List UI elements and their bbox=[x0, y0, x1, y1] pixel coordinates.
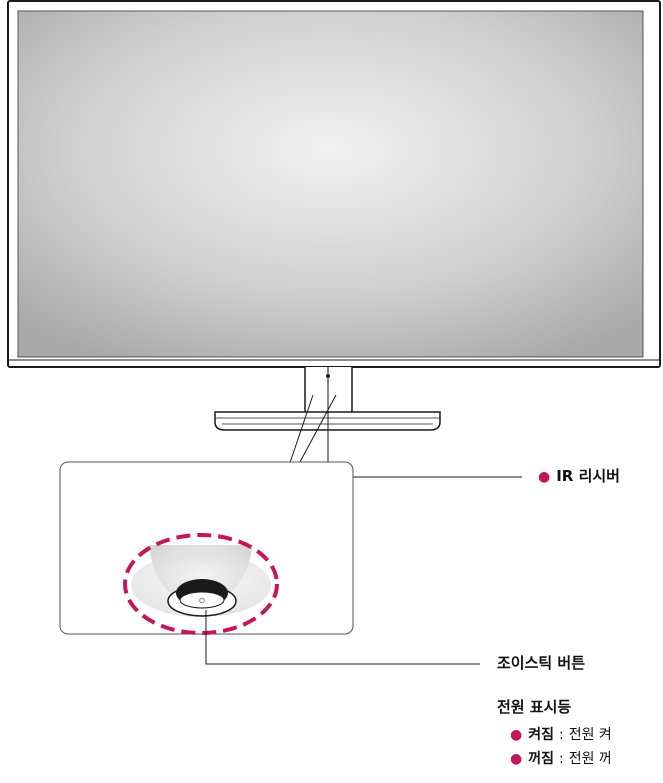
power-indicator-label: 전원 표시등 bbox=[497, 698, 572, 716]
ir-receiver-dot bbox=[326, 374, 330, 378]
power-state-term: 꺼짐 bbox=[528, 751, 554, 767]
separator: : bbox=[558, 751, 564, 767]
ir-receiver-text: IR 리시버 bbox=[556, 467, 620, 485]
power-state-desc: 전원 켜 bbox=[568, 727, 612, 743]
power-symbol-icon: ⏻ bbox=[199, 597, 205, 605]
power-state-off: ● 꺼짐:전원 꺼 bbox=[510, 748, 612, 768]
power-state-on: ● 켜짐:전원 켜 bbox=[510, 724, 612, 744]
separator: : bbox=[558, 727, 564, 743]
dashed-highlight-circle bbox=[123, 533, 279, 635]
bullet-icon: ● bbox=[510, 727, 523, 743]
joystick-button-label: 조이스틱 버튼 bbox=[497, 654, 586, 672]
monitor-screen bbox=[17, 10, 644, 358]
joystick-leader-line bbox=[205, 610, 480, 665]
power-state-desc: 전원 꺼 bbox=[568, 751, 612, 767]
ir-receiver-label: ● IR 리시버 bbox=[538, 465, 620, 486]
bullet-icon: ● bbox=[538, 469, 551, 485]
power-state-term: 켜짐 bbox=[528, 727, 554, 743]
bullet-icon: ● bbox=[510, 751, 523, 767]
